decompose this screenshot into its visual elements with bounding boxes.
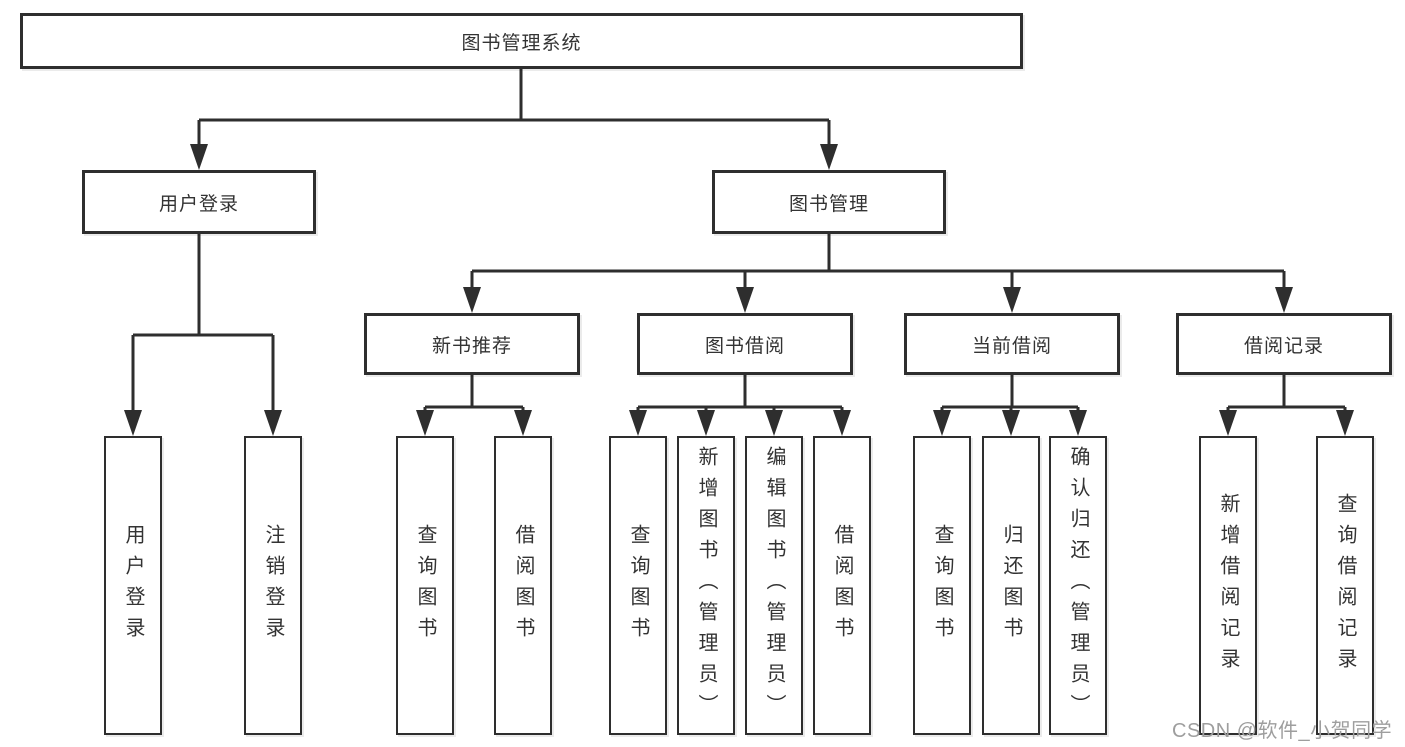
arrowhead-down-icon [1069,410,1087,436]
leaf-logout-login: 注销登录 [244,436,302,735]
arrowhead-down-icon [629,410,647,436]
leaf-confirm-return-admin-label: 确认归还（管理员） [1067,446,1089,725]
leaf-current-query-books: 查询图书 [913,436,971,735]
arrowhead-down-icon [1275,287,1293,313]
leaf-logout-login-label: 注销登录 [262,523,284,648]
leaf-add-borrow-record-label: 新增借阅记录 [1217,492,1239,679]
connector-user-login-children [124,234,282,436]
leaf-borrow-books-label: 借阅图书 [831,523,853,648]
node-book-management: 图书管理 [712,170,946,234]
connector-root-to-level2 [190,69,838,170]
leaf-confirm-return-admin: 确认归还（管理员） [1049,436,1107,735]
arrowhead-down-icon [1336,410,1354,436]
arrowhead-down-icon [264,410,282,436]
arrowhead-down-icon [124,410,142,436]
leaf-return-books-label: 归还图书 [1000,523,1022,648]
leaf-newbook-query-books-label: 查询图书 [414,523,436,648]
arrowhead-down-icon [514,410,532,436]
arrowhead-down-icon [416,410,434,436]
arrowhead-down-icon [1002,410,1020,436]
leaf-borrow-query-books-label: 查询图书 [627,523,649,648]
node-new-book-recommend: 新书推荐 [364,313,580,375]
leaf-add-book-admin-label: 新增图书（管理员） [695,446,717,725]
leaf-borrow-query-books: 查询图书 [609,436,667,735]
watermark: CSDN @软件_小贺同学 [1172,720,1393,742]
node-user-login: 用户登录 [82,170,316,234]
leaf-edit-book-admin: 编辑图书（管理员） [745,436,803,735]
arrowhead-down-icon [736,287,754,313]
leaf-edit-book-admin-label: 编辑图书（管理员） [763,446,785,725]
leaf-add-book-admin: 新增图书（管理员） [677,436,735,735]
leaf-user-login-label: 用户登录 [122,523,144,648]
connector-borrow-record-children [1219,375,1354,436]
arrowhead-down-icon [833,410,851,436]
connector-current-borrow-children [933,375,1087,436]
arrowhead-down-icon [1003,287,1021,313]
leaf-newbook-borrow-books: 借阅图书 [494,436,552,735]
connector-book-management-to-level3 [463,234,1293,313]
arrowhead-down-icon [765,410,783,436]
leaf-current-query-books-label: 查询图书 [931,523,953,648]
leaf-borrow-books: 借阅图书 [813,436,871,735]
connector-new-book-children [416,375,532,436]
leaf-add-borrow-record: 新增借阅记录 [1199,436,1257,735]
arrowhead-down-icon [820,144,838,170]
node-current-borrow: 当前借阅 [904,313,1120,375]
leaf-newbook-query-books: 查询图书 [396,436,454,735]
leaf-user-login: 用户登录 [104,436,162,735]
node-library-system: 图书管理系统 [20,13,1023,69]
arrowhead-down-icon [933,410,951,436]
arrowhead-down-icon [697,410,715,436]
arrowhead-down-icon [463,287,481,313]
node-borrow-record: 借阅记录 [1176,313,1392,375]
leaf-newbook-borrow-books-label: 借阅图书 [512,523,534,648]
node-book-borrow: 图书借阅 [637,313,853,375]
connector-book-borrow-children [629,375,851,436]
leaf-query-borrow-record: 查询借阅记录 [1316,436,1374,735]
leaf-return-books: 归还图书 [982,436,1040,735]
leaf-query-borrow-record-label: 查询借阅记录 [1334,492,1356,679]
arrowhead-down-icon [1219,410,1237,436]
arrowhead-down-icon [190,144,208,170]
